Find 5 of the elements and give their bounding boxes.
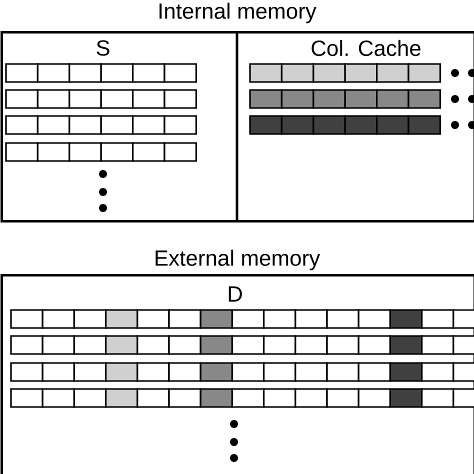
array-name: S — [96, 40, 110, 56]
array-name: D — [228, 286, 242, 302]
panel-heading: External memory — [156, 250, 320, 270]
panel-heading: Internal memory — [160, 2, 316, 24]
array-name: Col. Cache — [312, 40, 420, 56]
